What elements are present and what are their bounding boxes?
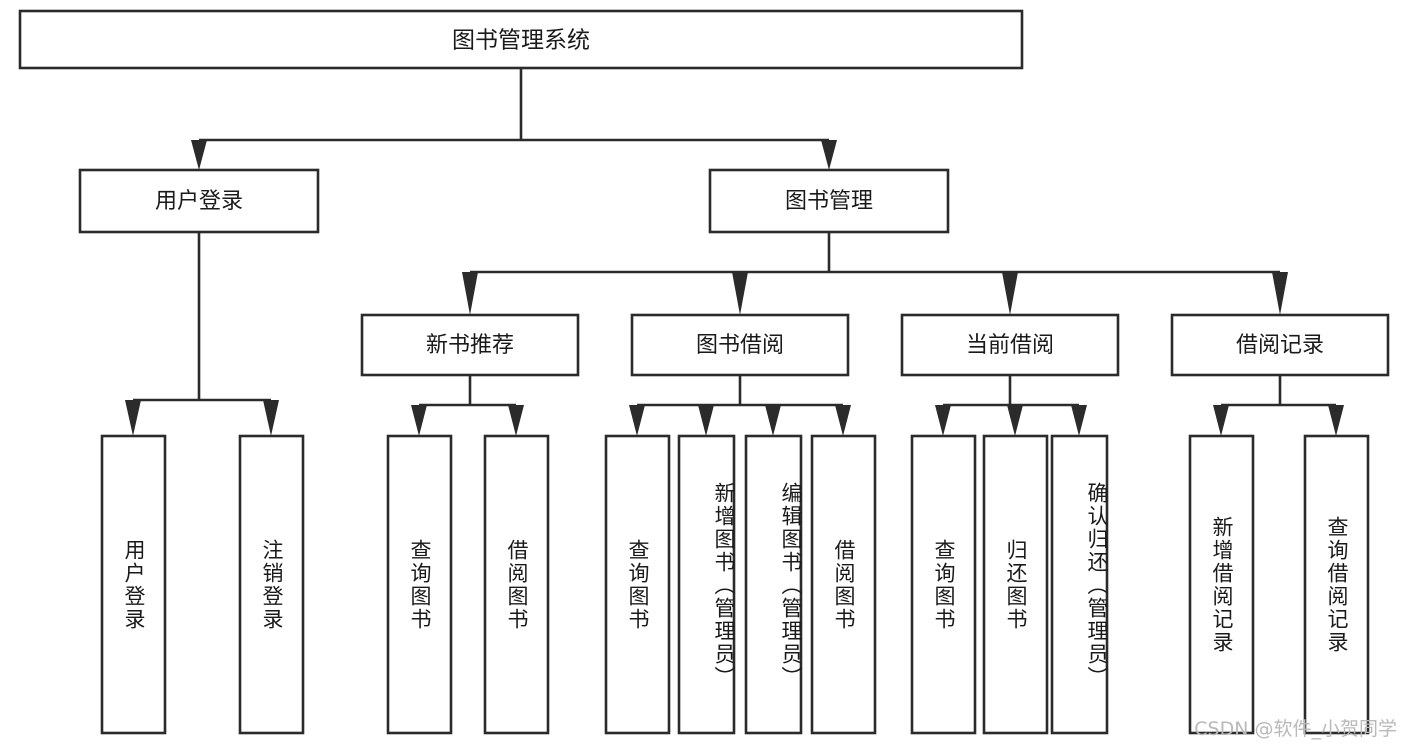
connector-group-new-book-recommend — [411, 375, 524, 436]
connector-group-user-login — [125, 232, 279, 436]
node-book-borrow-label: 图书借阅 — [696, 333, 784, 358]
node-book-borrow[interactable]: 图书借阅 — [630, 313, 850, 377]
connector-group-current-borrow — [935, 375, 1087, 436]
leaf-boxes — [100, 434, 1370, 735]
node-leaf-query-borrow-record-box[interactable] — [1303, 434, 1370, 735]
node-current-borrow-label: 当前借阅 — [966, 333, 1054, 358]
node-leaf-query-book-3-box[interactable] — [910, 434, 977, 735]
node-leaf-user-login-box[interactable] — [100, 434, 167, 735]
node-leaf-query-book-2-box[interactable] — [604, 434, 671, 735]
node-user-login-label: 用户登录 — [155, 189, 243, 214]
node-current-borrow-box[interactable] — [900, 313, 1120, 377]
node-root-label: 图书管理系统 — [452, 28, 590, 54]
node-leaf-edit-book-admin-box[interactable] — [744, 434, 803, 735]
node-leaf-confirm-return-admin-box[interactable] — [1050, 434, 1109, 735]
node-leaf-borrow-book-2-box[interactable] — [810, 434, 877, 735]
node-leaf-borrow-book-1-box[interactable] — [483, 434, 550, 735]
node-root[interactable]: 图书管理系统 — [18, 9, 1024, 70]
arrow-head-leaf-add-borrow-record — [1213, 405, 1229, 436]
node-root-box[interactable] — [18, 9, 1024, 70]
arrow-head-leaf-query-book-2 — [629, 405, 645, 436]
arrow-head-leaf-query-book-1 — [411, 405, 427, 436]
node-user-login[interactable]: 用户登录 — [78, 168, 320, 234]
connector-group-book-borrow — [629, 375, 851, 436]
arrow-head-leaf-borrow-book-2 — [835, 405, 851, 436]
arrow-head-leaf-edit-book-admin — [765, 405, 781, 436]
node-borrow-record[interactable]: 借阅记录 — [1170, 313, 1390, 377]
node-leaf-add-book-admin-box[interactable] — [677, 434, 736, 735]
node-borrow-record-box[interactable] — [1170, 313, 1390, 377]
connector-group-book-management — [462, 232, 1288, 315]
node-leaf-user-logout-box[interactable] — [238, 434, 305, 735]
arrow-head-leaf-confirm-return-admin — [1071, 405, 1087, 436]
node-book-management-label: 图书管理 — [785, 189, 873, 214]
arrow-head-book-borrow — [732, 272, 748, 315]
arrow-head-leaf-add-book-admin — [698, 405, 714, 436]
connector-group-root — [191, 68, 837, 170]
node-leaf-return-book-box[interactable] — [982, 434, 1049, 735]
arrow-head-new-book-recommend — [462, 272, 478, 315]
connector-group-borrow-record — [1213, 375, 1344, 436]
node-current-borrow[interactable]: 当前借阅 — [900, 313, 1120, 377]
node-book-management-box[interactable] — [708, 168, 950, 234]
node-book-borrow-box[interactable] — [630, 313, 850, 377]
arrow-head-borrow-record — [1272, 272, 1288, 315]
arrow-head-user-login — [191, 140, 207, 170]
node-book-management[interactable]: 图书管理 — [708, 168, 950, 234]
arrow-head-leaf-query-borrow-record — [1328, 405, 1344, 436]
arrow-head-leaf-user-logout — [263, 400, 279, 436]
node-borrow-record-label: 借阅记录 — [1236, 333, 1324, 358]
node-new-book-recommend[interactable]: 新书推荐 — [360, 313, 580, 377]
arrow-head-leaf-user-login — [125, 400, 141, 436]
arrow-head-leaf-return-book — [1007, 405, 1023, 436]
node-leaf-query-book-1-box[interactable] — [386, 434, 453, 735]
arrow-head-leaf-borrow-book-1 — [508, 405, 524, 436]
node-new-book-recommend-box[interactable] — [360, 313, 580, 377]
arrow-head-book-management — [821, 140, 837, 170]
node-new-book-recommend-label: 新书推荐 — [426, 333, 514, 358]
node-leaf-add-borrow-record-box[interactable] — [1188, 434, 1255, 735]
csdn-watermark: CSDN @软件_小贺同学 — [1194, 718, 1397, 740]
node-user-login-box[interactable] — [78, 168, 320, 234]
arrow-head-leaf-query-book-3 — [935, 405, 951, 436]
arrow-head-current-borrow — [1002, 272, 1018, 315]
